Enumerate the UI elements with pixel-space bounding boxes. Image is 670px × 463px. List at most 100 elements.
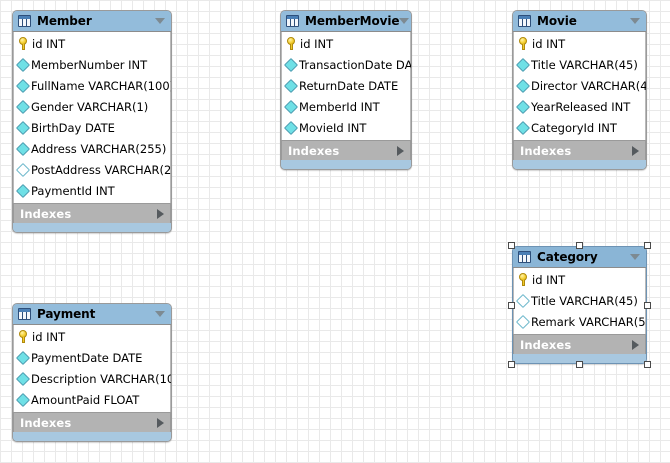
column-row[interactable]: MemberId INT <box>282 96 410 117</box>
column-row[interactable]: id INT <box>282 33 410 54</box>
diamond-icon <box>283 99 299 114</box>
column-row[interactable]: id INT <box>14 33 170 54</box>
diamond-icon <box>283 57 299 72</box>
column-row[interactable]: PaymentId INT <box>14 180 170 201</box>
column-name: id INT <box>32 329 66 344</box>
column-row[interactable]: Description VARCHAR(100) <box>14 368 171 389</box>
column-name: id INT <box>300 36 334 51</box>
column-name: TransactionDate DATE <box>299 57 412 72</box>
column-row[interactable]: YearReleased INT <box>514 96 645 117</box>
table-icon <box>518 15 531 27</box>
table-title-bar-movie[interactable]: Movie <box>513 11 646 32</box>
indexes-section-movie[interactable]: Indexes <box>513 140 646 160</box>
column-row[interactable]: AmountPaid FLOAT <box>14 389 170 410</box>
table-node-movie[interactable]: Movie id INT Title VARCHAR(45) Director VAR… <box>512 10 647 170</box>
chevron-down-icon[interactable] <box>155 311 165 317</box>
column-row[interactable]: PaymentDate DATE <box>14 347 170 368</box>
column-row[interactable]: PostAddress VARCHAR(255) <box>14 159 171 180</box>
column-list-membermovie: id INT TransactionDate DATE ReturnDate DAT… <box>281 32 411 140</box>
chevron-down-icon[interactable] <box>630 18 640 24</box>
table-node-membermovie[interactable]: MemberMovie id INT TransactionDate DATE Ret… <box>280 10 412 170</box>
column-name: id INT <box>532 36 566 51</box>
resize-handle-ne[interactable] <box>644 242 651 249</box>
column-row[interactable]: id INT <box>514 269 645 290</box>
table-node-payment[interactable]: Payment id INT PaymentDate DATE Description… <box>12 303 172 442</box>
table-name-member: Member <box>37 14 92 28</box>
column-row[interactable]: CategoryId INT <box>514 117 645 138</box>
column-name: PaymentId INT <box>31 183 115 198</box>
chevron-right-icon[interactable] <box>157 208 164 219</box>
column-row[interactable]: Title VARCHAR(45) <box>514 54 645 75</box>
column-row[interactable]: Address VARCHAR(255) <box>14 138 170 159</box>
diamond-icon <box>283 120 299 135</box>
column-row[interactable]: BirthDay DATE <box>14 117 170 138</box>
key-icon <box>18 330 29 343</box>
table-title-bar-payment[interactable]: Payment <box>13 304 171 325</box>
chevron-down-icon[interactable] <box>399 18 410 24</box>
table-name-payment: Payment <box>37 307 96 321</box>
key-icon <box>518 37 529 50</box>
indexes-label: Indexes <box>20 415 72 430</box>
column-row[interactable]: MovieId INT <box>282 117 410 138</box>
resize-handle-s[interactable] <box>576 361 583 368</box>
diamond-icon <box>15 350 31 365</box>
diamond-icon <box>283 78 299 93</box>
column-name: MemberId INT <box>299 99 380 114</box>
chevron-right-icon[interactable] <box>397 145 404 156</box>
key-icon <box>286 37 297 50</box>
column-row[interactable]: MemberNumber INT <box>14 54 170 75</box>
indexes-section-payment[interactable]: Indexes <box>13 412 171 432</box>
table-name-movie: Movie <box>537 14 577 28</box>
column-row[interactable]: id INT <box>14 326 170 347</box>
indexes-label: Indexes <box>20 206 72 221</box>
column-name: AmountPaid FLOAT <box>31 392 140 407</box>
column-row[interactable]: FullName VARCHAR(100) <box>14 75 171 96</box>
table-node-category[interactable]: Category id INT Title VARCHAR(45) Remark VA… <box>512 246 647 364</box>
column-row[interactable]: TransactionDate DATE <box>282 54 412 75</box>
resize-handle-se[interactable] <box>644 361 651 368</box>
chevron-right-icon[interactable] <box>632 339 639 350</box>
resize-handle-sw[interactable] <box>508 361 515 368</box>
column-name: PaymentDate DATE <box>31 350 143 365</box>
resize-handle-n[interactable] <box>576 242 583 249</box>
indexes-section-member[interactable]: Indexes <box>13 203 171 223</box>
table-name-category: Category <box>537 250 598 264</box>
chevron-right-icon[interactable] <box>632 145 639 156</box>
selection-handles-category <box>508 242 651 368</box>
column-name: CategoryId INT <box>531 120 617 135</box>
chevron-right-icon[interactable] <box>157 417 164 428</box>
table-title-bar-member[interactable]: Member <box>13 11 171 32</box>
diamond-icon <box>15 371 31 386</box>
indexes-section-category[interactable]: Indexes <box>513 334 646 354</box>
resize-handle-w[interactable] <box>508 301 515 309</box>
column-row[interactable]: Title VARCHAR(45) <box>514 290 645 311</box>
table-icon <box>18 308 31 320</box>
column-row[interactable]: Director VARCHAR(45) <box>514 75 647 96</box>
resize-handle-e[interactable] <box>644 301 651 309</box>
table-title-bar-membermovie[interactable]: MemberMovie <box>281 11 411 32</box>
key-icon <box>18 37 29 50</box>
column-name: BirthDay DATE <box>31 120 115 135</box>
table-icon <box>286 15 299 27</box>
column-row[interactable]: ReturnDate DATE <box>282 75 410 96</box>
column-list-category: id INT Title VARCHAR(45) Remark VARCHAR(50… <box>513 268 646 334</box>
diamond-icon <box>15 120 31 135</box>
chevron-down-icon[interactable] <box>630 254 640 260</box>
column-row[interactable]: Remark VARCHAR(500) <box>514 311 646 332</box>
diamond-icon <box>515 78 531 93</box>
column-name: Address VARCHAR(255) <box>31 141 167 156</box>
column-row[interactable]: id INT <box>514 33 645 54</box>
diamond-icon <box>15 99 31 114</box>
indexes-section-membermovie[interactable]: Indexes <box>281 140 411 160</box>
column-name: Director VARCHAR(45) <box>531 78 647 93</box>
table-icon <box>518 251 531 263</box>
resize-handle-nw[interactable] <box>508 242 515 249</box>
column-name: ReturnDate DATE <box>299 78 399 93</box>
chevron-down-icon[interactable] <box>155 18 165 24</box>
column-name: Title VARCHAR(45) <box>531 293 638 308</box>
table-title-bar-category[interactable]: Category <box>513 247 646 268</box>
diamond-icon <box>15 392 31 407</box>
column-row[interactable]: Gender VARCHAR(1) <box>14 96 170 117</box>
